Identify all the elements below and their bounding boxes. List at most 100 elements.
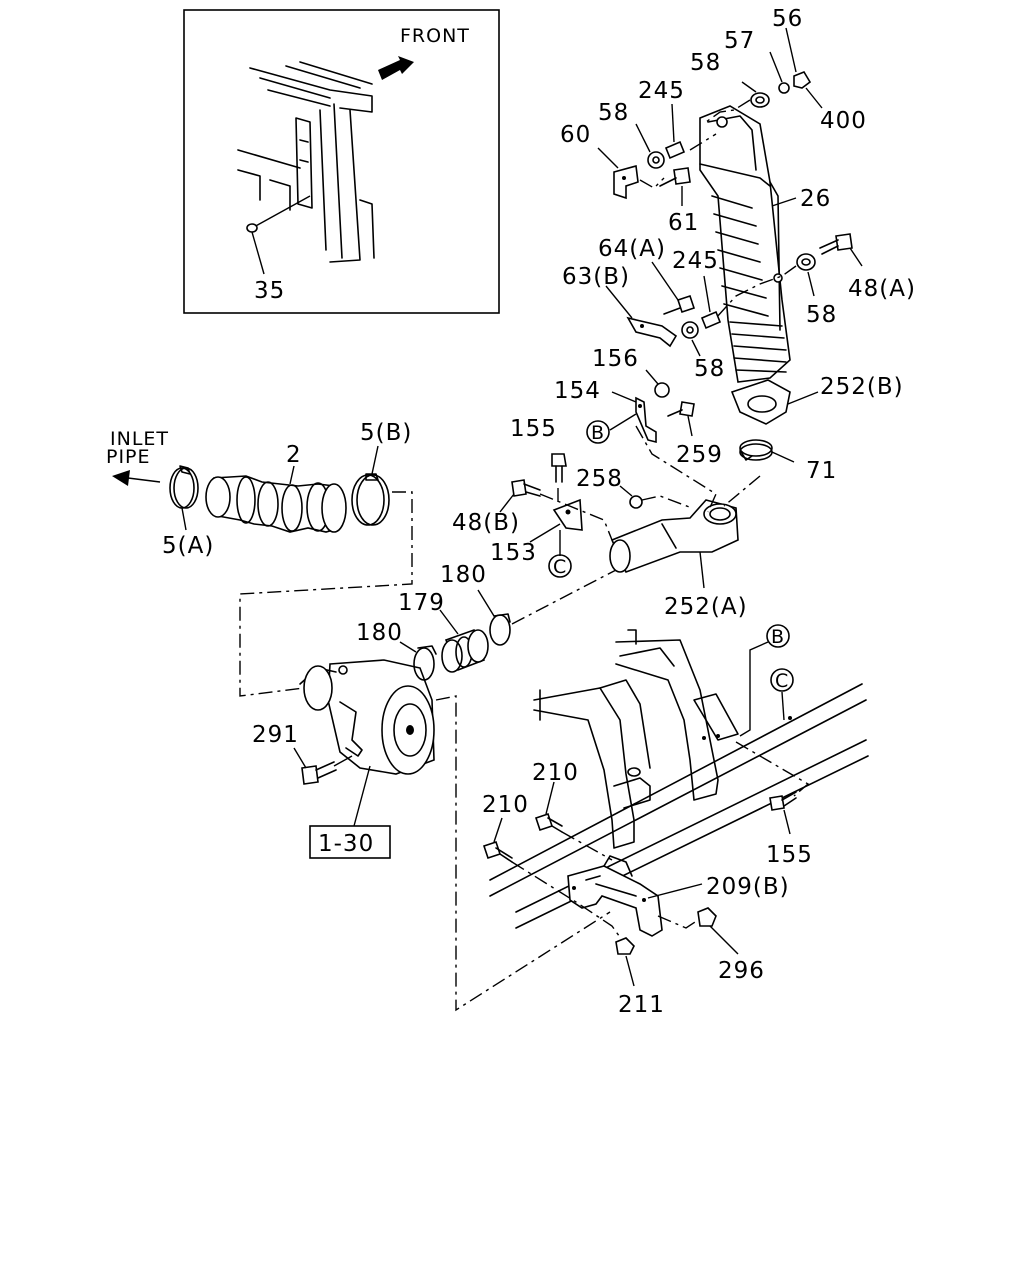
bolt-291 [301, 761, 337, 785]
callout-156: 156 [592, 346, 639, 372]
callout-153: 153 [490, 540, 537, 566]
stud-245-lower [700, 310, 722, 330]
inlet-arrow-icon [112, 470, 130, 486]
bolt-155-lower [769, 791, 797, 811]
callout-180-upper: 180 [440, 562, 487, 588]
callout-box-1-30 [309, 825, 391, 859]
nut-258 [629, 495, 643, 509]
hose-2 [205, 475, 347, 533]
bolt-48a [819, 233, 853, 255]
washer-58-right [796, 253, 816, 271]
callout-5a: 5(A) [162, 533, 214, 559]
chassis-frame [489, 629, 869, 929]
washer-57 [778, 82, 790, 94]
bolt-210-upper [534, 812, 563, 833]
ref-marker-b-chassis-label: B [771, 626, 785, 648]
link-210-bracket [511, 831, 623, 941]
bolt-64a [663, 294, 696, 315]
link-aircleaner-bracket [435, 695, 611, 1012]
callout-291: 291 [252, 722, 299, 748]
callout-209b: 209(B) [706, 874, 790, 900]
link-154-duct [635, 425, 717, 513]
callout-252a: 252(A) [664, 594, 748, 620]
link-258-duct [641, 495, 693, 509]
stud-245-upper [664, 140, 686, 160]
clamp-5b [351, 473, 390, 526]
inlet-label-line2: PIPE [106, 446, 151, 468]
washer-58-upper [647, 151, 665, 169]
callout-58-lower: 58 [694, 356, 725, 382]
callout-400: 400 [820, 108, 867, 134]
callout-64a: 64(A) [598, 236, 666, 262]
callout-63b: 63(B) [562, 264, 630, 290]
bolt-155-upper [551, 453, 567, 483]
callout-48b: 48(B) [452, 510, 520, 536]
link-5b-aircleaner [239, 491, 413, 697]
callout-296: 296 [718, 958, 765, 984]
callout-61: 61 [668, 210, 699, 236]
callout-245-upper: 245 [638, 78, 685, 104]
bracket-209b [567, 855, 663, 937]
callout-1-30: 1-30 [318, 831, 374, 857]
callout-155-upper: 155 [510, 416, 557, 442]
link-mid-hardware [715, 265, 797, 319]
callout-180-lower: 180 [356, 620, 403, 646]
callout-5b: 5(B) [360, 420, 412, 446]
ref-marker-b-upper-label: B [591, 422, 605, 444]
ref-marker-c-lower [548, 554, 572, 578]
callout-57: 57 [724, 28, 755, 54]
bolt-210-lower [482, 840, 513, 863]
link-top-hardware [705, 99, 751, 123]
callout-35: 35 [254, 278, 285, 304]
callout-245-lower: 245 [672, 248, 719, 274]
front-label: FRONT [400, 25, 470, 47]
bolt-61 [659, 167, 691, 187]
hose-179 [441, 628, 489, 673]
callout-71: 71 [806, 458, 837, 484]
callout-2: 2 [286, 442, 302, 468]
nut-156 [654, 382, 670, 398]
callout-259: 259 [676, 442, 723, 468]
inlet-arrow-line [127, 477, 161, 483]
washer-58-lower [681, 321, 699, 339]
washer-58-top [750, 92, 770, 108]
callout-210-lower: 210 [482, 792, 529, 818]
callout-56: 56 [772, 6, 803, 32]
bolt-48b [511, 479, 541, 497]
clamp-180-lower [413, 645, 437, 681]
air-cleaner-1-30 [299, 659, 435, 775]
front-arrow-icon [378, 56, 414, 80]
callout-60: 60 [560, 122, 591, 148]
bracket-63b [626, 316, 678, 348]
callout-26: 26 [800, 186, 831, 212]
nut-56 [793, 71, 812, 89]
callout-211: 211 [618, 992, 665, 1018]
bracket-60 [613, 164, 639, 200]
callout-58-top: 58 [690, 50, 721, 76]
snorkel-26 [699, 105, 791, 383]
callout-154: 154 [554, 378, 601, 404]
link-180-duct [511, 569, 617, 625]
callout-210-upper: 210 [532, 760, 579, 786]
inset-frame [183, 9, 500, 314]
bolt-259 [667, 401, 695, 417]
duct-252a [609, 499, 739, 574]
callout-58-upper: 58 [598, 100, 629, 126]
callout-252b: 252(B) [820, 374, 904, 400]
callout-155-lower: 155 [766, 842, 813, 868]
inlet-label-line1: INLET [110, 428, 169, 450]
adapter-252b [730, 379, 791, 425]
clamp-180-upper [489, 613, 511, 646]
ref-marker-b-upper [586, 420, 610, 444]
callout-48a: 48(A) [848, 276, 916, 302]
link-155-lower [735, 741, 810, 797]
nut-296 [697, 907, 717, 927]
nut-211 [615, 937, 635, 955]
callout-58-right: 58 [806, 302, 837, 328]
callout-258: 258 [576, 466, 623, 492]
clamp-71 [739, 439, 773, 461]
cab-illustration [237, 61, 375, 275]
ref-marker-c-chassis [770, 668, 794, 692]
link-upper-bracket [639, 133, 717, 189]
